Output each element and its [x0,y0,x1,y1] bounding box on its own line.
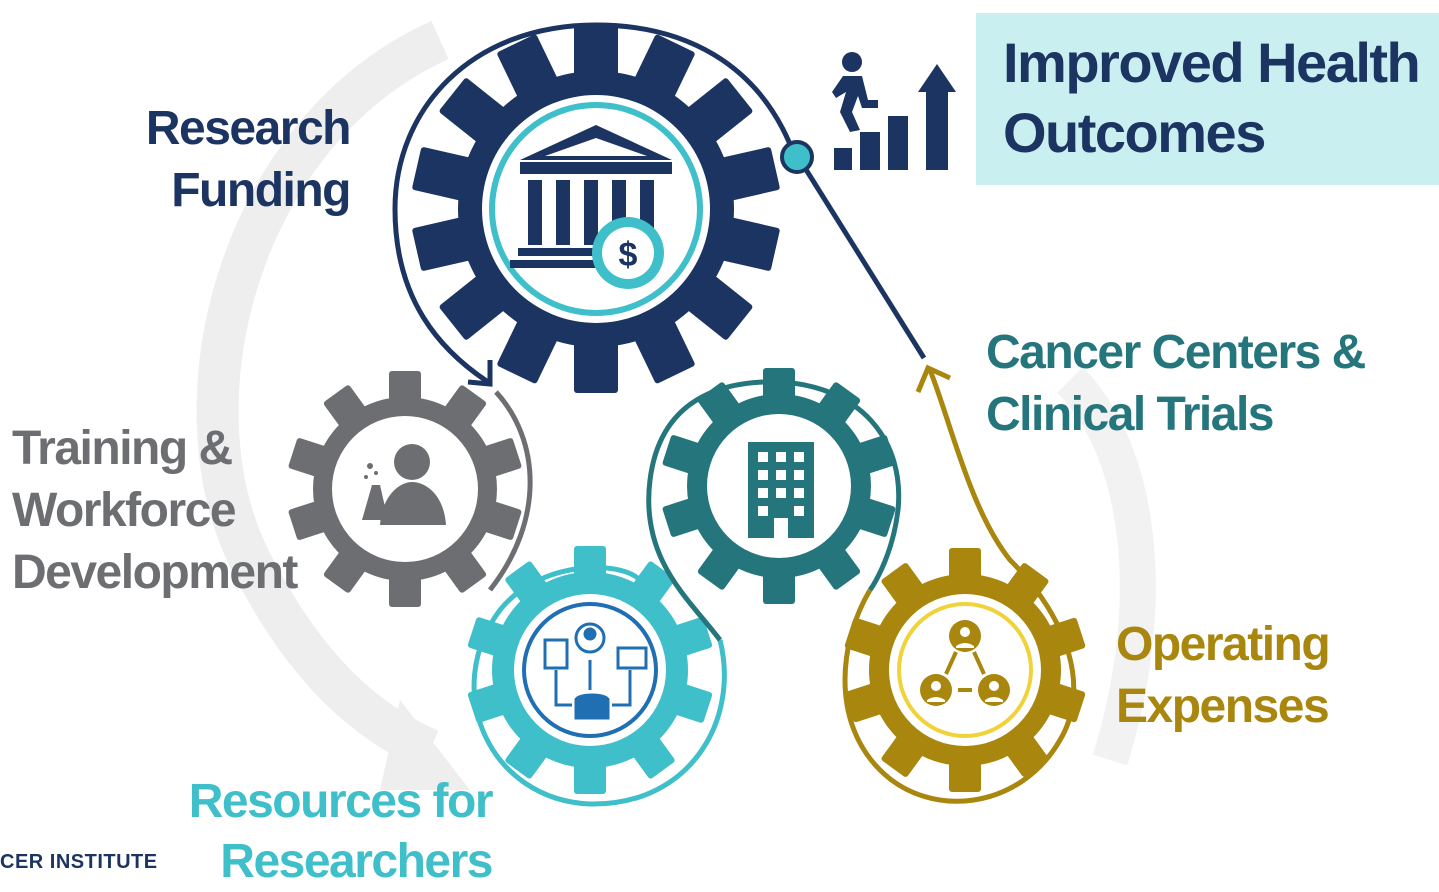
outcome-connector-dot [780,140,814,174]
dark-teal-flow-line [646,379,902,642]
dollar-gear-icon: $ [592,217,664,289]
cancer-centers-gear [662,368,896,604]
navy-arrowhead [467,360,493,387]
outcome-highlight-box [976,13,1439,185]
bank-icon [510,125,672,268]
people-network-icon [920,620,1010,706]
footer-institute-name: CER INSTITUTE [0,851,158,873]
background-cycle-arrow-right [1056,367,1156,766]
navy-diagonal-line [797,158,927,360]
svg-text:$: $ [619,236,638,274]
navy-flow-line [392,22,798,385]
building-icon [748,442,814,538]
gold-flow-line [842,369,1077,804]
light-teal-flow-line [471,565,727,807]
background-arrowhead-left [380,700,470,790]
research-funding-gear: $ [412,25,780,393]
gear-tooth [574,25,618,85]
operating-gear [844,548,1086,792]
background-cycle-arrow-left [196,20,449,770]
gold-arrowhead [915,364,952,393]
scientist-icon [362,444,446,525]
gear-tooth [574,333,618,393]
data-network-icon [543,622,648,720]
resources-gear [467,546,713,794]
gray-flow-line [488,390,533,592]
person-climbing-chart-icon [832,52,956,170]
label-cancer-centers: Cancer Centers &Clinical Trials [986,326,1366,441]
training-gear [288,371,522,607]
